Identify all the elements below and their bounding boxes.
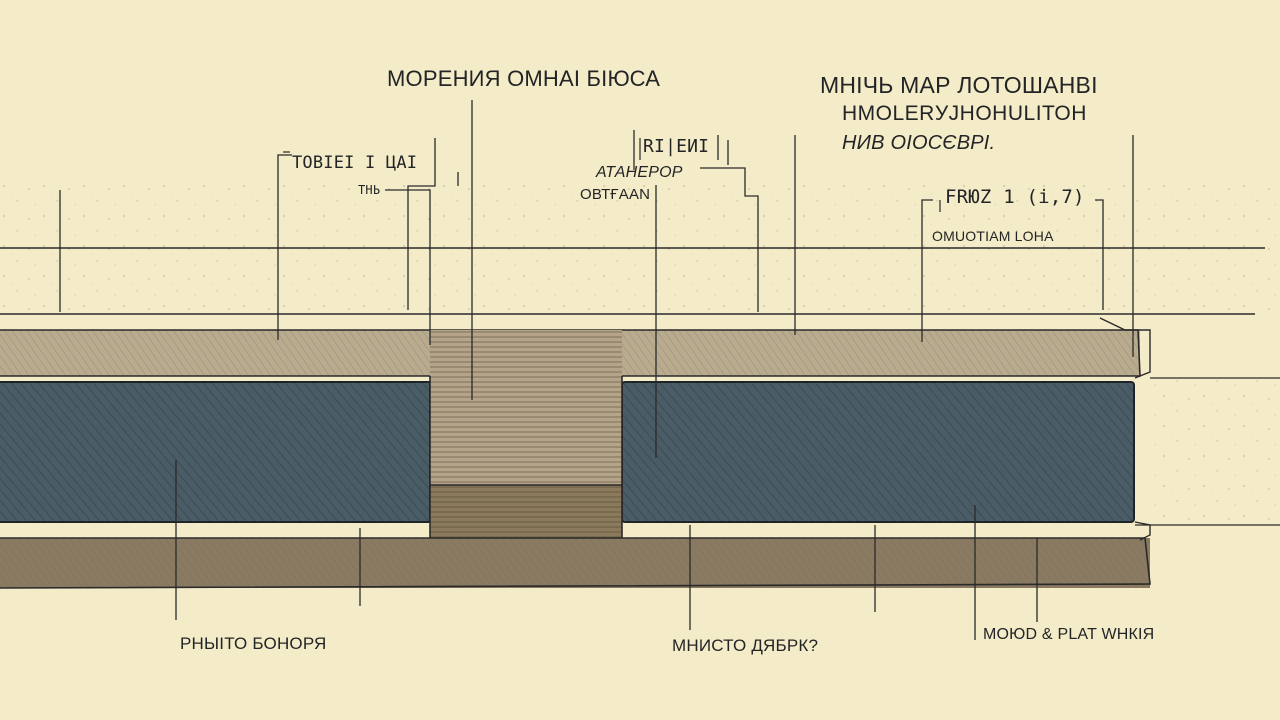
title-right-line2: НМОLЕRУJНОНULІТОН [842,102,1087,125]
joint-block-upper-hatch [430,330,622,485]
bottom-plate-outline [0,537,1151,589]
right-edge-detail [1099,317,1151,541]
lower-speckle-band [1150,380,1280,520]
title-center: МОРЕНИЯ ОМНАІ БІЮСА [387,66,661,91]
leader-lines [59,100,1134,640]
panel-right-hatch [622,382,1134,522]
bottom-plate-hatch [0,538,1150,588]
label-bottom-center: МНИСТО ДЯБРК? [672,636,819,655]
tag-right-1: FRЮZ 1 (і,7) [945,186,1085,208]
tag-center-1: RI|ЕИІ [643,136,710,157]
tag-left-2: ТНЬ [358,183,381,197]
title-right-line3: НИВ ОІОСЄВРІ. [842,132,996,154]
label-bottom-left: РНЫІТО БОНОРЯ [180,634,327,653]
tag-right-2: ОМUОТІАМ LОНА [932,228,1054,244]
tag-brackets [283,138,941,212]
panel-left-hatch [0,382,430,522]
tag-center-3: ОВТҒААN [580,186,651,203]
label-bottom-right: МОЮD & PLAT WНКІЯ [983,626,1155,643]
tag-left-1: ТОВІЕІ І ЦАІ [292,153,418,173]
title-right-line1: МНІЧЬ МАР ЛОТОШАНВІ [820,72,1098,98]
tag-center-2: АТАНЕРОР [596,164,683,181]
